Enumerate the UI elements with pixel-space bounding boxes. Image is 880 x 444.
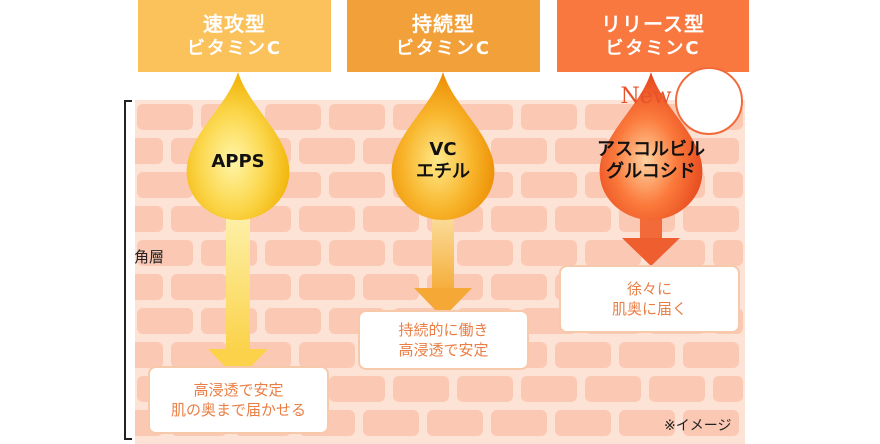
header-subtitle: ビタミンC: [395, 38, 492, 59]
image-note: ※イメージ: [664, 418, 732, 434]
drop-label-line: グルコシド: [606, 161, 696, 182]
layer-bracket: [124, 100, 132, 440]
result-line: 持続的に働き: [398, 321, 489, 339]
drop-icon: [391, 72, 495, 220]
result-line: 肌の奥まで届かせる: [170, 401, 306, 419]
new-badge: [675, 67, 743, 135]
drop-icon: [186, 72, 290, 220]
drop-icon: [599, 72, 703, 220]
drop-label-apps: APPS: [188, 151, 288, 173]
drop-label-line: APPS: [211, 151, 265, 172]
header-title: 速攻型: [203, 12, 266, 36]
result-line: 高浸透で安定: [398, 341, 489, 359]
header-subtitle: ビタミンC: [186, 38, 283, 59]
arrow-down-icon: [414, 212, 472, 318]
arrow-down-icon: [208, 215, 268, 380]
drop-label-line: エチル: [416, 161, 470, 182]
header-title: リリース型: [601, 12, 705, 36]
result-line: 肌奥に届く: [611, 300, 687, 318]
drop-label-ascorbyl-glucoside: アスコルビル グルコシド: [573, 139, 729, 183]
header-title: 持続型: [412, 12, 475, 36]
result-line: 徐々に: [626, 280, 672, 298]
result-box-apps: 高浸透で安定 肌の奥まで届かせる: [148, 366, 329, 434]
drop-label-vc-ethyl: VC エチル: [393, 139, 493, 183]
result-line: 高浸透で安定: [193, 381, 284, 399]
arrow-down-icon: [622, 212, 680, 266]
result-box-ascorbyl-glucoside: 徐々に 肌奥に届く: [559, 265, 740, 333]
drop-label-line: アスコルビル: [597, 139, 705, 160]
result-box-vc-ethyl: 持続的に働き 高浸透で安定: [358, 310, 529, 370]
stratum-corneum-label: 角層: [134, 248, 165, 266]
header-sustained: 持続型 ビタミンC: [347, 0, 540, 72]
new-badge-text: New: [620, 84, 672, 109]
header-fast-acting: 速攻型 ビタミンC: [138, 0, 331, 72]
header-release: リリース型 ビタミンC: [557, 0, 749, 72]
drop-label-line: VC: [429, 139, 457, 160]
header-subtitle: ビタミンC: [605, 38, 701, 59]
